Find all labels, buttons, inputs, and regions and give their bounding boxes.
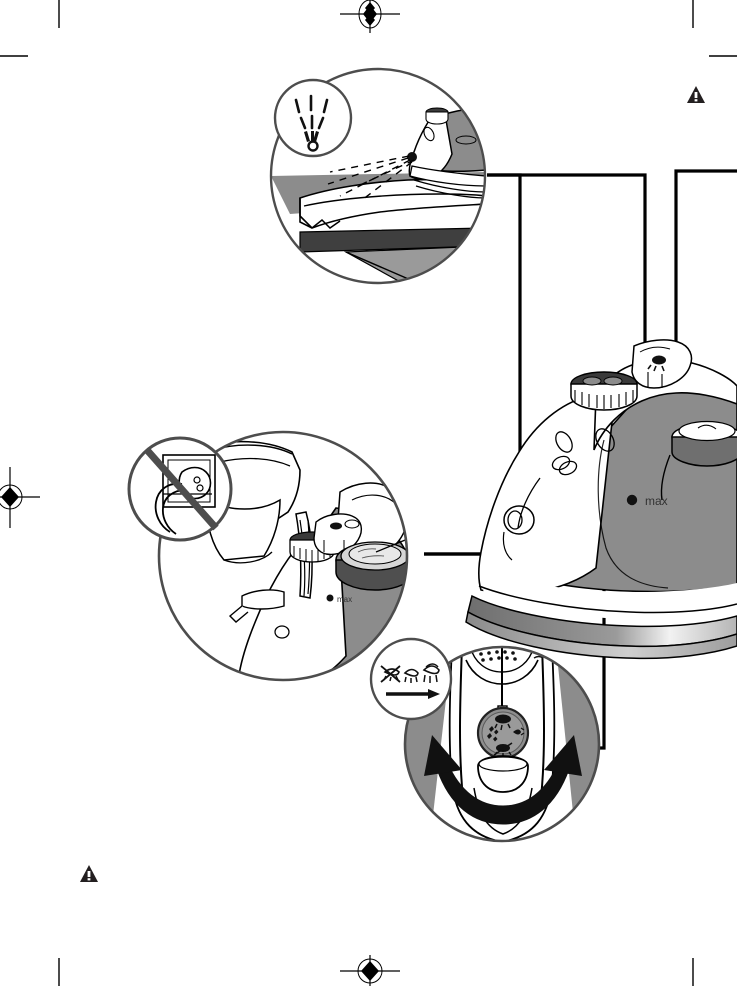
- callout-filling-unplugged: max: [127, 430, 409, 682]
- max-fill-dot: [626, 494, 638, 506]
- water-tank-curve: [597, 439, 669, 589]
- mini-iron-button: [423, 126, 435, 142]
- mini-iron-vent: [455, 135, 477, 145]
- warning-triangle-bottom-left: [80, 865, 98, 882]
- nose-detail-buttons: [517, 428, 615, 529]
- fill-iron-steam-selector: [335, 537, 407, 591]
- registration-mark-left: [0, 467, 40, 528]
- increase-arrow-icon: [386, 689, 440, 699]
- steam-burst-glyph: [647, 355, 666, 372]
- steam-iron-body: max: [465, 339, 737, 660]
- spray-burst-icon: [273, 78, 353, 158]
- dial-dry-symbol: [493, 742, 513, 756]
- prohibition-slash: [144, 447, 219, 531]
- high-steam-symbol: [422, 663, 440, 683]
- callout-steam-selector: [369, 637, 601, 843]
- dial-self-clean-symbol: [487, 726, 499, 742]
- mini-iron-soleplate: [409, 165, 485, 187]
- steam-burst-button: [631, 339, 693, 389]
- rotation-double-arrow: [424, 735, 582, 825]
- spray-jet-rays: [327, 155, 415, 201]
- power-cord: [154, 482, 183, 533]
- iron-soleplate-rim: [465, 610, 737, 660]
- dial-spray-symbol: [513, 727, 525, 736]
- no-steam-symbol: [380, 665, 401, 683]
- selector-vent-holes: [479, 650, 517, 662]
- temperature-dial: [570, 371, 638, 411]
- callout-spray-ironing: [269, 67, 487, 285]
- callout-selector-circle: [403, 645, 601, 843]
- svg-text:max: max: [337, 595, 352, 604]
- max-fill-label: max: [645, 494, 668, 508]
- low-steam-symbol: [403, 668, 419, 683]
- dial-steam-symbol: [494, 714, 511, 731]
- steam-selector-dial: [476, 706, 530, 760]
- iron-body-lower-outline: [478, 585, 737, 614]
- registration-mark-top: [340, 0, 400, 33]
- mini-iron-dial: [425, 107, 449, 125]
- fabric-left-edge: [299, 198, 313, 229]
- ironing-board-edge: [299, 227, 485, 253]
- callout-filling-circle: [157, 430, 409, 682]
- warning-triangle-top-right: [687, 86, 705, 103]
- fabric-notch: [311, 218, 341, 229]
- do-not-plug-in-icon: [127, 436, 233, 542]
- leader-dial-to-temperature-dial: [487, 173, 647, 362]
- fill-iron-steam-button: [313, 513, 363, 556]
- steam-level-selector-icon: [369, 637, 453, 721]
- callout-spray-circle: [269, 67, 487, 285]
- registration-mark-bottom: [340, 955, 400, 986]
- leader-burst-to-steam-button: [674, 169, 737, 374]
- water-fill-cap: [660, 420, 737, 501]
- fabric-fold-line: [303, 193, 485, 207]
- iron-white-band: [481, 572, 737, 620]
- iron-nose-white: [477, 395, 615, 595]
- fill-iron-spray-outlet: [241, 589, 285, 610]
